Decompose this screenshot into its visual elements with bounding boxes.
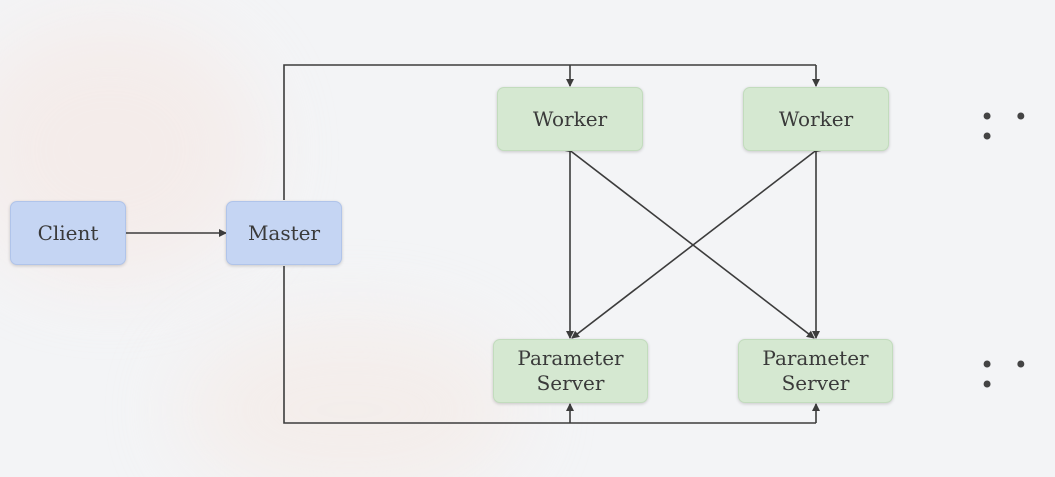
master-bottom-bus <box>283 266 816 424</box>
client-label: Client <box>37 220 99 245</box>
worker-2-label: Worker <box>778 106 854 131</box>
master-label: Master <box>247 220 321 245</box>
ps-2-label-line2: Server <box>781 371 850 395</box>
ps-1-label-line1: Parameter <box>517 346 624 370</box>
parameter-server-node-1: Parameter Server <box>493 339 648 403</box>
master-node: Master <box>226 201 342 265</box>
ellipsis-bottom: • • • <box>980 351 1034 399</box>
ellipsis-top: • • • <box>980 103 1034 151</box>
ps-1-label-line2: Server <box>536 371 605 395</box>
worker-node-1: Worker <box>497 87 643 151</box>
worker-2-ps-1-link <box>571 144 822 339</box>
worker-node-2: Worker <box>743 87 889 151</box>
worker-1-label: Worker <box>532 106 608 131</box>
ps-2-label-line1: Parameter <box>762 346 869 370</box>
client-node: Client <box>10 201 126 265</box>
master-top-bus <box>283 64 816 200</box>
parameter-server-node-2: Parameter Server <box>738 339 893 403</box>
